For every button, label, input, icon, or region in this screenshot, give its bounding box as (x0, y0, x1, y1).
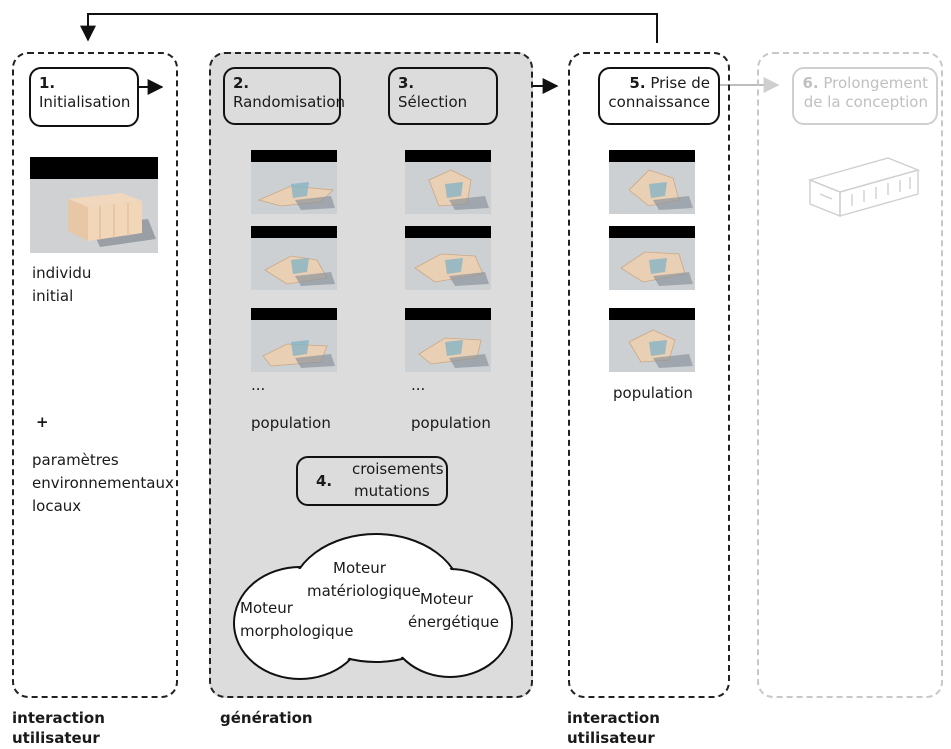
step-6-prolongement: 6. Prolongement de la conception (792, 67, 938, 125)
engine-morpho-line2: morphologique (240, 622, 354, 640)
lane-caption-user-2: interaction utilisateur (567, 708, 660, 748)
step-2-randomisation: 2. Randomisation (223, 67, 345, 125)
population-render-thumbnail (251, 150, 337, 214)
step-label: Randomisation (233, 93, 346, 111)
step-label-line1: croisements (352, 460, 444, 478)
lane-caption-user-1: interaction utilisateur (12, 708, 105, 748)
step-3-selection: 3. Sélection (388, 67, 498, 125)
step-number: 1. (39, 74, 56, 92)
step-label: Initialisation (39, 93, 131, 111)
population-render-thumbnail (251, 226, 337, 290)
step-label-line1: Prolongement (823, 74, 928, 92)
caption-line1: génération (220, 709, 313, 727)
engine-morpho-line1: Moteur (240, 599, 293, 617)
step-5-prise-de-connaissance: 5. Prise de connaissance (598, 67, 720, 125)
ellipsis-right: ... (411, 376, 426, 394)
step-4-croisements-mutations: 4. croisements mutations (296, 456, 448, 506)
lane-design-continuation (757, 52, 943, 698)
population-render-thumbnail (405, 308, 491, 372)
step-1-initialisation: 1. Initialisation (29, 67, 139, 127)
population-right: population (411, 414, 491, 432)
plus-sign: + (36, 413, 49, 431)
step-number: 6. (802, 74, 819, 92)
population-lane3: population (613, 384, 693, 402)
population-render-thumbnail (609, 308, 695, 372)
feedback-loop-arrow (80, 13, 658, 43)
step-label-line1: Prise de (650, 74, 710, 92)
step-number: 2. (233, 74, 250, 92)
caption-line2: utilisateur (12, 729, 100, 747)
lane-user-interaction-1 (12, 52, 178, 698)
step-label-line2: connaissance (608, 93, 710, 111)
engine-energy-line2: énergétique (408, 613, 499, 631)
population-render-thumbnail (609, 226, 695, 290)
params-line3: locaux (32, 497, 82, 515)
population-render-thumbnail (405, 226, 491, 290)
initial-individual-label-line2: initial (32, 287, 74, 305)
params-line2: environnementaux (32, 474, 174, 492)
step-label-line2: mutations (354, 482, 430, 500)
caption-line1: interaction (12, 709, 105, 727)
initial-individual-label-line1: individu (32, 264, 92, 282)
lane-caption-generation: génération (220, 708, 313, 728)
lane-user-interaction-2 (568, 52, 730, 698)
population-render-thumbnail (251, 308, 337, 372)
engine-energy-line1: Moteur (420, 590, 473, 608)
engine-materio-line1: Moteur (333, 559, 386, 577)
engines-cloud (233, 533, 513, 680)
building-sketch (807, 157, 921, 218)
step-label-line2: de la conception (803, 93, 928, 111)
population-render-thumbnail (609, 150, 695, 214)
engine-materio-line2: matériologique (307, 582, 421, 600)
step-number: 3. (398, 74, 415, 92)
caption-line2: utilisateur (567, 729, 655, 747)
initial-individual-render (30, 157, 158, 253)
step-number: 4. (316, 472, 333, 490)
step-number: 5. (629, 74, 646, 92)
ellipsis-left: ... (251, 376, 266, 394)
caption-line1: interaction (567, 709, 660, 727)
population-left: population (251, 414, 331, 432)
population-render-thumbnail (405, 150, 491, 214)
step-label: Sélection (398, 93, 468, 111)
params-line1: paramètres (32, 451, 119, 469)
